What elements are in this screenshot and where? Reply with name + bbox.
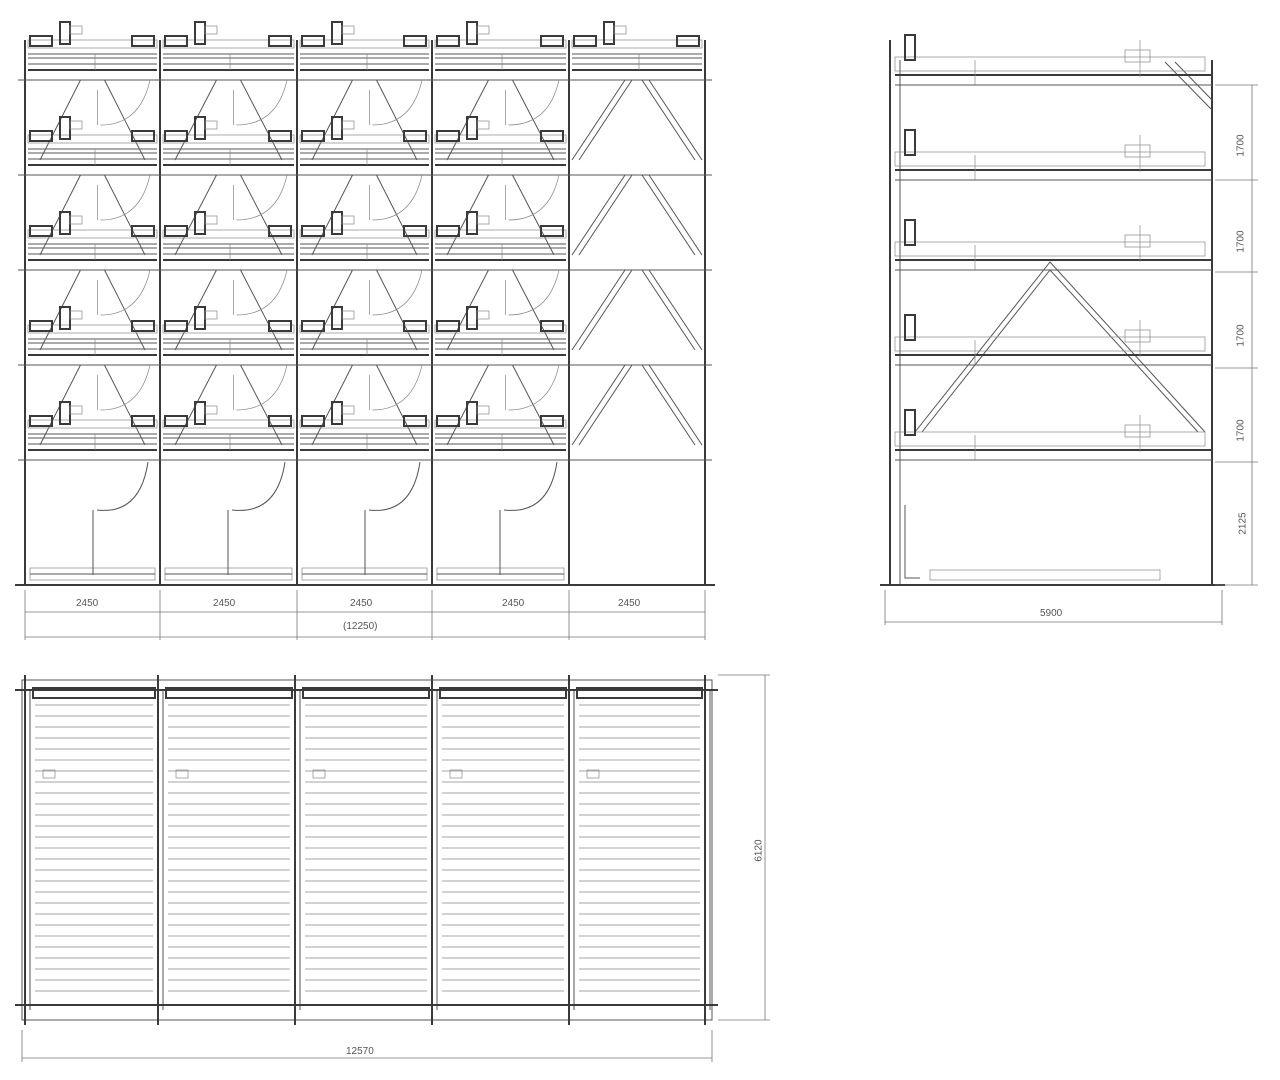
parking-pallet bbox=[299, 21, 430, 71]
truss-brace bbox=[311, 364, 423, 446]
plan-width-dim: 12570 bbox=[346, 1046, 374, 1057]
truss-brace bbox=[174, 174, 288, 256]
plan-bay bbox=[302, 687, 430, 992]
parking-pallet bbox=[162, 21, 295, 71]
truss-brace bbox=[39, 364, 151, 446]
truss-brace bbox=[446, 269, 560, 351]
truss-brace bbox=[311, 269, 423, 351]
parking-pallet bbox=[299, 401, 430, 451]
side-level-dim-2: 1700 bbox=[1235, 230, 1247, 253]
plan-view bbox=[15, 675, 718, 1025]
parking-pallet bbox=[434, 116, 567, 166]
side-depth-dim: 5900 bbox=[1040, 608, 1063, 619]
parking-pallet bbox=[162, 116, 295, 166]
side-elevation-view bbox=[880, 40, 1225, 586]
truss-brace bbox=[311, 174, 423, 256]
side-level-dim-5: 2125 bbox=[1237, 512, 1249, 535]
truss-brace bbox=[571, 79, 703, 161]
parking-pallet bbox=[27, 116, 158, 166]
front-bay-dim-5: 2450 bbox=[618, 598, 641, 609]
truss-brace bbox=[571, 269, 703, 351]
side-pallet bbox=[894, 409, 1212, 461]
truss-brace bbox=[39, 269, 151, 351]
parking-pallet bbox=[434, 401, 567, 451]
parking-pallet bbox=[299, 306, 430, 356]
ground-pallet bbox=[301, 461, 428, 581]
ground-pallet bbox=[29, 461, 156, 581]
parking-pallet bbox=[27, 21, 158, 71]
parking-pallet bbox=[162, 211, 295, 261]
plan-bay bbox=[165, 687, 293, 992]
parking-pallet bbox=[434, 211, 567, 261]
parking-pallet bbox=[27, 401, 158, 451]
parking-pallet bbox=[434, 21, 567, 71]
parking-pallet bbox=[27, 306, 158, 356]
truss-brace bbox=[571, 364, 703, 446]
parking-pallet bbox=[299, 116, 430, 166]
front-bay-dim-3: 2450 bbox=[350, 598, 373, 609]
front-bay-dim-1: 2450 bbox=[76, 598, 99, 609]
ground-pallet bbox=[436, 461, 565, 581]
parking-pallet bbox=[27, 211, 158, 261]
side-dimension-lines bbox=[884, 84, 1258, 625]
parking-pallet bbox=[162, 306, 295, 356]
plan-bay bbox=[576, 687, 703, 992]
plan-bay bbox=[32, 687, 156, 992]
parking-pallet bbox=[434, 306, 567, 356]
truss-brace bbox=[39, 174, 151, 256]
truss-brace bbox=[446, 364, 560, 446]
side-level-dim-3: 1700 bbox=[1235, 324, 1247, 347]
plan-bay bbox=[439, 687, 567, 992]
parking-pallet bbox=[571, 21, 703, 71]
plan-depth-dim: 6120 bbox=[753, 839, 765, 862]
side-pallet bbox=[894, 34, 1212, 86]
front-bay-dim-2: 2450 bbox=[213, 598, 236, 609]
parking-pallet bbox=[162, 401, 295, 451]
ground-pallet bbox=[164, 461, 293, 581]
truss-brace bbox=[39, 79, 151, 161]
side-pallet bbox=[894, 219, 1212, 271]
side-ground-pallet bbox=[904, 505, 1161, 581]
front-bay-dim-4: 2450 bbox=[502, 598, 525, 609]
side-pallet bbox=[894, 129, 1212, 181]
front-elevation-view bbox=[15, 40, 715, 586]
truss-brace bbox=[446, 79, 560, 161]
side-pallet bbox=[894, 314, 1212, 366]
side-level-dim-1: 1700 bbox=[1235, 134, 1247, 157]
side-level-dim-4: 1700 bbox=[1235, 419, 1247, 442]
front-dimension-lines bbox=[24, 590, 706, 640]
truss-brace bbox=[174, 364, 288, 446]
truss-brace bbox=[446, 174, 560, 256]
truss-brace bbox=[571, 174, 703, 256]
truss-brace bbox=[311, 79, 423, 161]
truss-brace bbox=[174, 79, 288, 161]
front-total-dim: (12250) bbox=[343, 621, 378, 632]
truss-brace bbox=[174, 269, 288, 351]
parking-pallet bbox=[299, 211, 430, 261]
plan-dimension-lines bbox=[21, 674, 770, 1062]
